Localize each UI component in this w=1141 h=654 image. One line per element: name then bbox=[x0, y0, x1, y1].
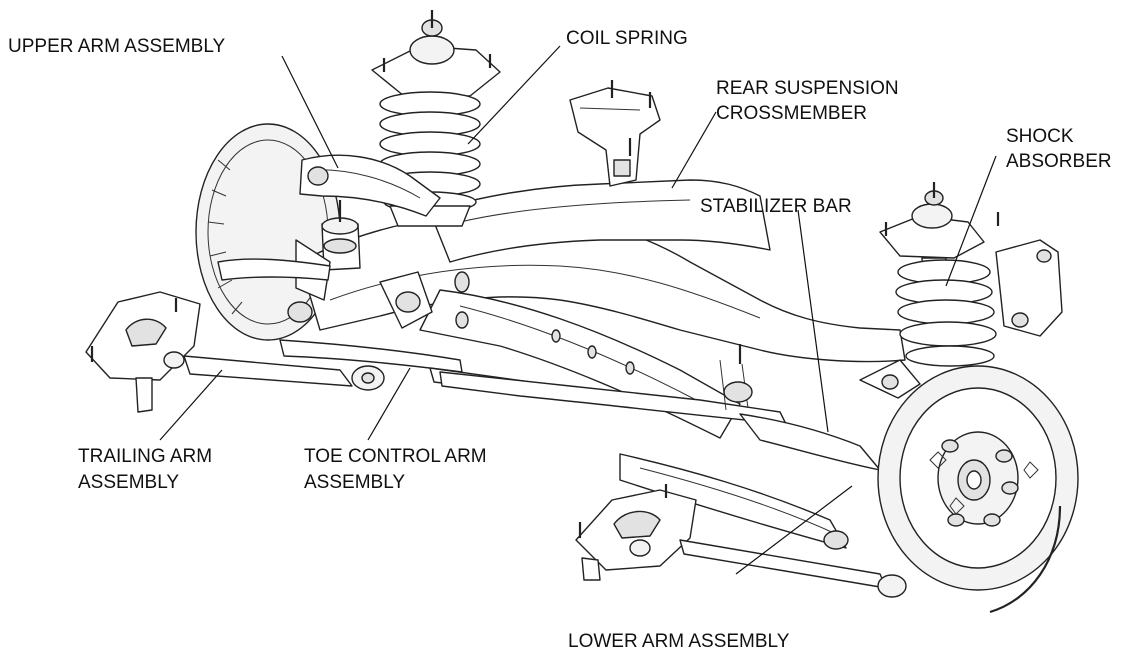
leader-trailing-arm bbox=[159, 369, 223, 441]
label-trailing-2: ASSEMBLY bbox=[78, 472, 179, 493]
leader-lower-arm bbox=[735, 485, 853, 575]
label-upper-arm: UPPER ARM ASSEMBLY bbox=[8, 36, 225, 57]
label-crossmember-1: REAR SUSPENSION bbox=[716, 78, 899, 99]
right-shock-absorber bbox=[879, 182, 1000, 367]
leader-coil-spring bbox=[467, 45, 561, 145]
right-trailing-bracket bbox=[575, 484, 907, 598]
label-stabilizer: STABILIZER BAR bbox=[700, 196, 852, 217]
upper-arm bbox=[299, 154, 441, 217]
label-shock-1: SHOCK bbox=[1006, 126, 1074, 147]
trailing-arm bbox=[183, 355, 385, 391]
leader-upper-arm bbox=[281, 55, 339, 169]
right-knuckle bbox=[859, 239, 1063, 399]
crossmember-mount bbox=[569, 80, 661, 187]
suspension-illustration bbox=[85, 10, 1079, 614]
label-coil-spring: COIL SPRING bbox=[566, 28, 688, 49]
label-trailing-1: TRAILING ARM bbox=[78, 446, 212, 467]
label-toe-1: TOE CONTROL ARM bbox=[304, 446, 487, 467]
leader-crossmember bbox=[671, 111, 717, 189]
left-trailing-bracket bbox=[85, 291, 201, 413]
callout-labels: UPPER ARM ASSEMBLY COIL SPRING REAR SUSP… bbox=[8, 28, 1112, 652]
label-lower-arm: LOWER ARM ASSEMBLY bbox=[568, 631, 790, 652]
label-toe-2: ASSEMBLY bbox=[304, 472, 405, 493]
label-crossmember-2: CROSSMEMBER bbox=[716, 103, 867, 124]
right-brake-disc bbox=[877, 365, 1079, 614]
leader-toe-control-arm bbox=[367, 367, 411, 441]
leader-lines bbox=[159, 45, 997, 575]
label-shock-2: ABSORBER bbox=[1006, 151, 1112, 172]
leader-stabilizer bbox=[797, 209, 829, 433]
leader-shock-absorber bbox=[945, 155, 997, 287]
